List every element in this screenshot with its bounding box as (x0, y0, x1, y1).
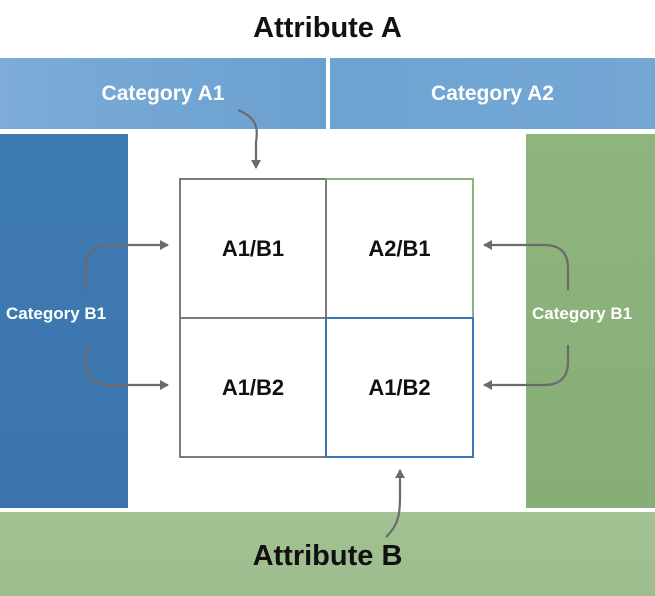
matrix-cell-a1-b2: A1/B2 (179, 317, 327, 458)
category-b1-left-label: Category B1 (6, 304, 107, 323)
attribute-b-title: Attribute B (252, 539, 403, 572)
matrix-cell-a2-b1: A2/B1 (325, 178, 474, 319)
matrix-cell-a1-b1: A1/B1 (179, 178, 327, 319)
matrix-cell-label: A2/B1 (368, 235, 431, 261)
category-b1-left-band (0, 134, 128, 508)
category-b1-right-label: Category B1 (532, 304, 633, 323)
attribute-a-title: Attribute A (253, 11, 402, 44)
attribute-b-band (0, 512, 655, 596)
category-b1-right-band (526, 134, 655, 508)
matrix-cell-label: A1/B1 (221, 235, 285, 261)
category-a2-label: Category A2 (431, 81, 554, 105)
matrix-cell-label: A1/B2 (368, 374, 431, 400)
matrix-cell-a2-b2: A1/B2 (325, 317, 474, 458)
category-a1-band: Category A1 (0, 58, 326, 129)
category-a1-label: Category A1 (101, 81, 225, 105)
matrix-cell-label: A1/B2 (221, 374, 285, 400)
category-a2-band: Category A2 (330, 58, 655, 129)
